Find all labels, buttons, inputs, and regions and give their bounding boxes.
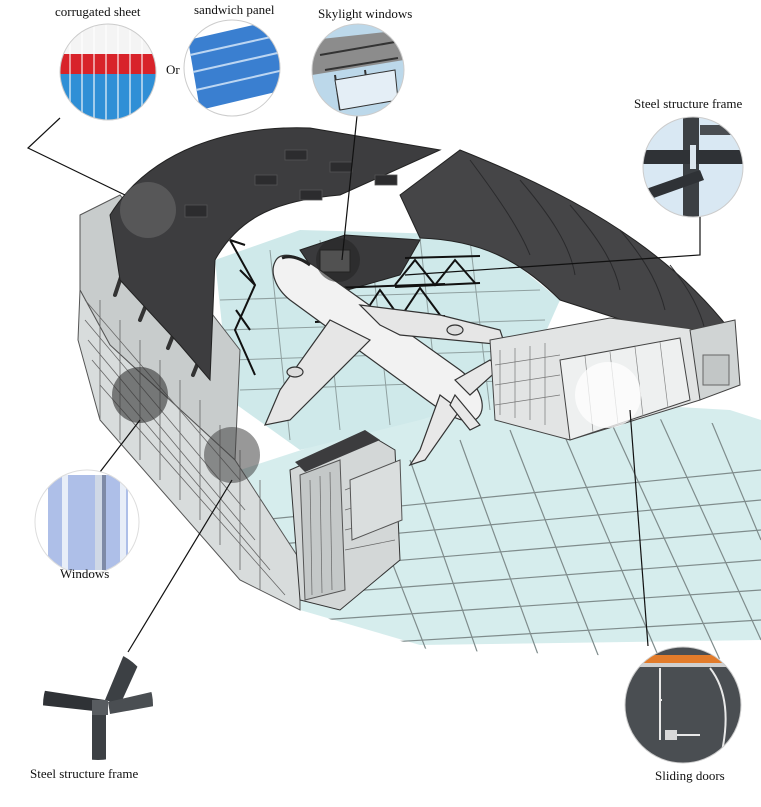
inset-steel-frame-top [643,117,743,217]
label-or: Or [166,62,180,77]
inset-corrugated-sheet [60,24,156,120]
inset-sandwich-panel [184,20,280,116]
label-windows: Windows [60,566,110,581]
leader-lines [26,115,701,653]
label-corrugated-sheet: corrugated sheet [55,4,141,19]
front-annex [289,430,403,611]
label-sliding-doors: Sliding doors [655,768,725,783]
inset-sliding-doors [625,647,741,763]
label-sandwich-panel: sandwich panel [194,2,275,17]
label-skylight-windows: Skylight windows [318,6,413,21]
label-steel-frame-top: Steel structure frame [634,96,743,111]
inset-skylight-windows [312,24,404,116]
airplane [263,254,506,467]
highlight-markers [112,182,641,483]
inset-steel-frame-bottom [43,650,153,760]
inset-windows [35,470,139,574]
label-steel-frame-bottom: Steel structure frame [30,766,139,781]
